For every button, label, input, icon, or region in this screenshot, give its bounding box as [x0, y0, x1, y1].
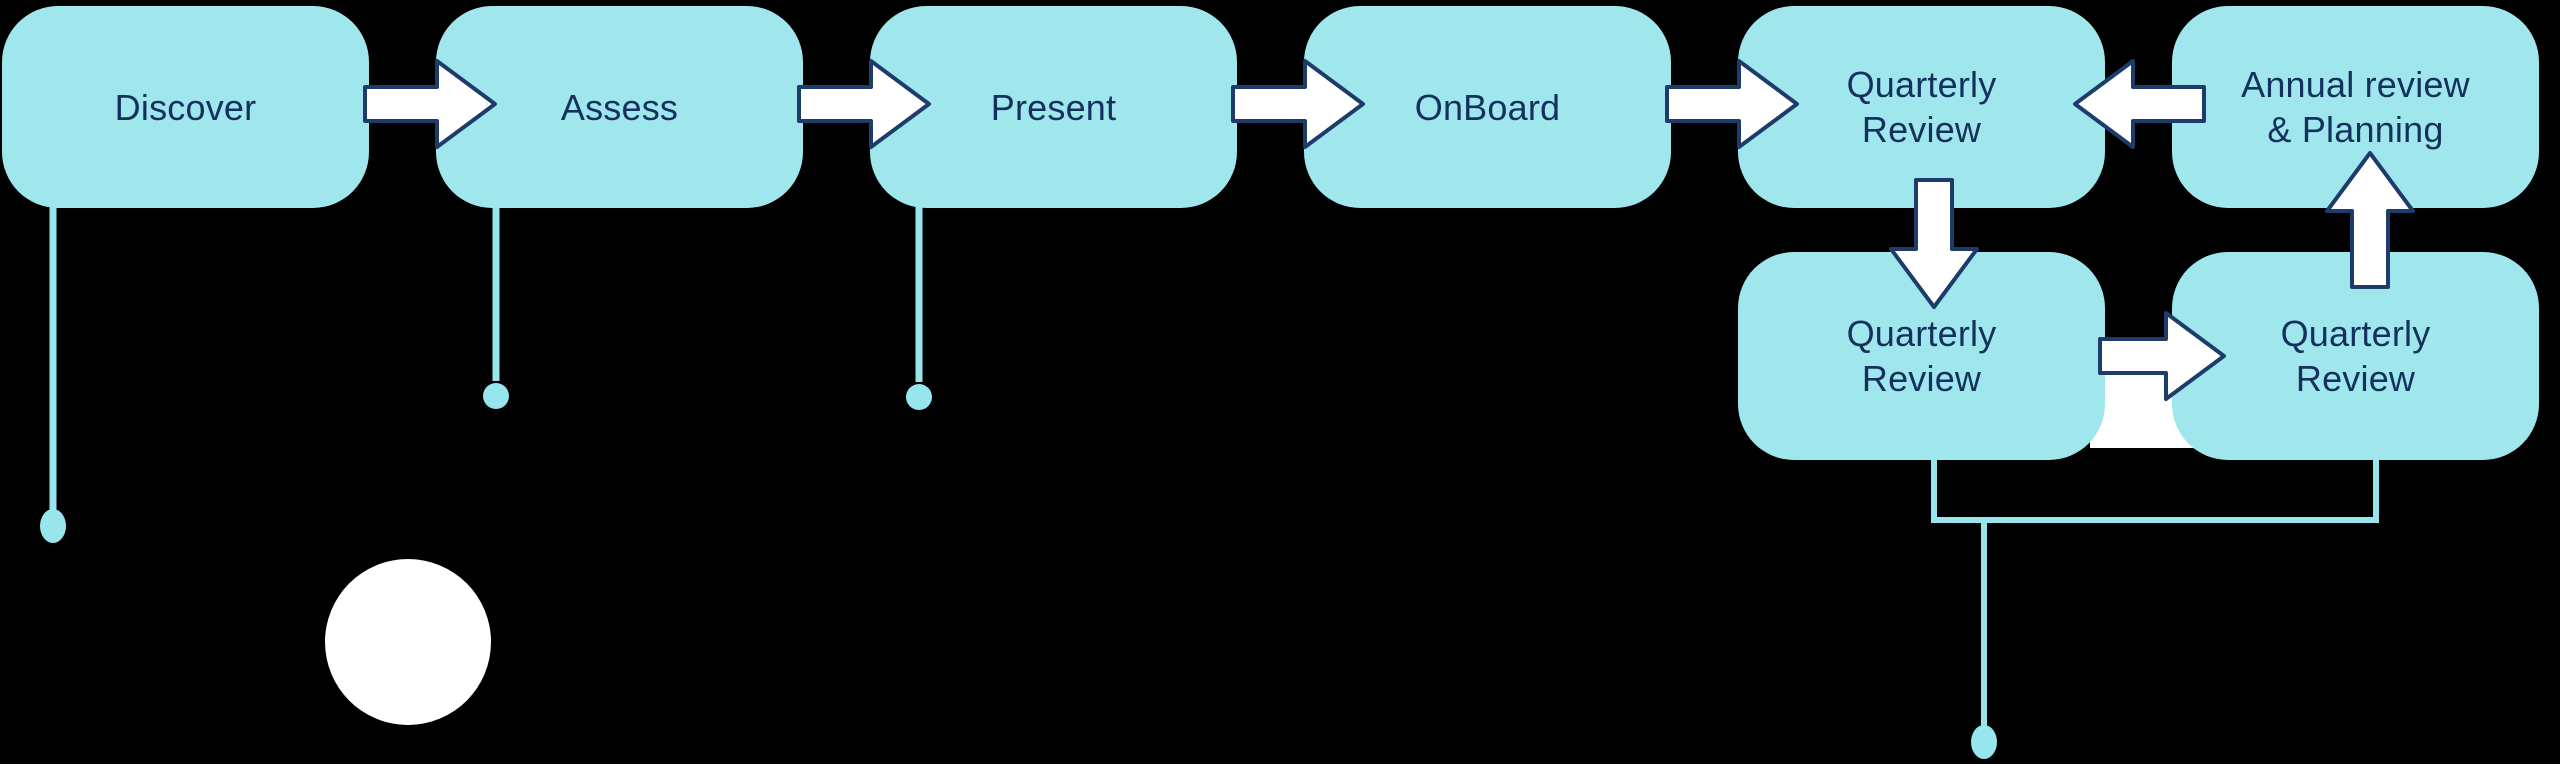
node-label: Present [990, 86, 1117, 128]
node-onboard: OnBoard [1304, 6, 1671, 208]
arrow-discover-to-assess-icon [363, 59, 497, 149]
node-present: Present [870, 6, 1237, 208]
node-label: Annual review & Planning [2241, 64, 2470, 150]
node-quarterly-review-top: Quarterly Review [1738, 6, 2105, 208]
node-label: Assess [560, 86, 679, 128]
bracket-stem-dot [1971, 725, 1997, 759]
arrow-quarterly-down-icon [1889, 178, 1979, 309]
node-assess: Assess [436, 6, 803, 208]
arrow-assess-to-present-icon [797, 59, 931, 149]
arrow-onboard-to-quarterly-icon [1665, 59, 1799, 149]
node-label: Quarterly Review [1846, 64, 1997, 150]
arrow-quarterly2-to-quarterly3-icon [2098, 311, 2226, 401]
node-label: Quarterly Review [1846, 313, 1997, 399]
bracket-connector [1931, 452, 2379, 523]
arrow-quarterly3-to-annual-up-icon [2325, 151, 2415, 289]
arrow-present-to-onboard-icon [1231, 59, 1365, 149]
node-label: Discover [114, 86, 257, 128]
arrow-annual-to-quarterly-left-icon [2073, 59, 2206, 149]
node-discover: Discover [2, 6, 369, 208]
present-drop-dot [906, 384, 932, 410]
node-label: OnBoard [1414, 86, 1561, 128]
white-circle-decoration [325, 559, 491, 725]
node-label: Quarterly Review [2280, 313, 2431, 399]
assess-drop-dot [483, 383, 509, 409]
discover-drop-dot [40, 509, 66, 543]
